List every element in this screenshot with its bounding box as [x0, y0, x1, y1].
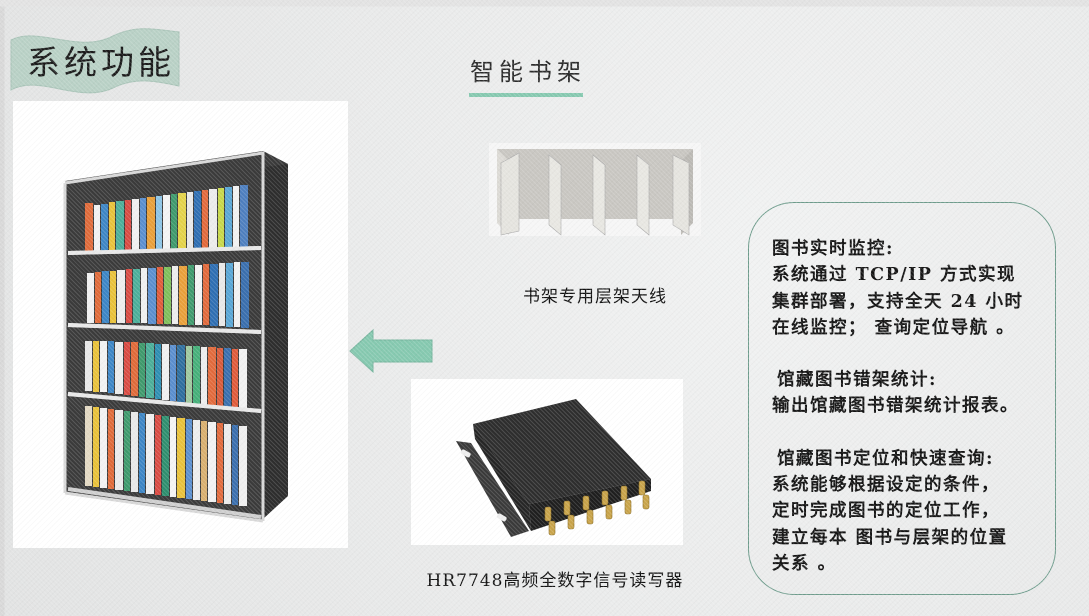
shelf-antenna-image [489, 143, 701, 236]
reader-caption: HR7748高频全数字信号读写器 [426, 571, 684, 591]
ribbon-shape-icon [10, 28, 180, 94]
feature-line: 集群部署，支持全天 24 小时 [772, 291, 1024, 312]
feature-line: 定时完成图书的定位工作， [772, 501, 1000, 522]
rfid-reader-image [411, 379, 683, 545]
feature-line: 系统通过 TCP/IP 方式实现 [772, 265, 1017, 286]
feature-heading: 馆藏图书定位和快速查询: [777, 448, 994, 469]
feature-realtime-monitoring: 图书实时监控: 系统通过 TCP/IP 方式实现 集群部署，支持全天 24 小时… [772, 236, 1062, 341]
reader-illustration-icon [456, 399, 651, 537]
page-title: 智能书架 [470, 58, 586, 86]
section-banner-label: 系统功能 [27, 43, 175, 82]
antenna-illustration-icon [497, 149, 693, 236]
feature-line: 建立每本 图书与层架的位置 [772, 527, 1008, 548]
feature-line: 系统能够根据设定的条件， [772, 475, 1000, 496]
title-underline [469, 93, 583, 97]
section-banner: 系统功能 [9, 24, 181, 94]
feature-line: 关系 。 [772, 553, 837, 574]
bookshelf-illustration-icon [63, 151, 288, 523]
feature-line: 输出馆藏图书错架统计报表。 [772, 396, 1019, 417]
bookshelf-image [13, 101, 348, 548]
feature-line: 在线监控； 查询定位导航 。 [772, 317, 1016, 338]
feature-locate-and-query: 馆藏图书定位和快速查询: 系统能够根据设定的条件， 定时完成图书的定位工作， 建… [772, 446, 1062, 577]
feature-description-text: 图书实时监控: 系统通过 TCP/IP 方式实现 集群部署，支持全天 24 小时… [772, 236, 1062, 603]
feature-heading: 图书实时监控: [772, 239, 894, 259]
feature-misplaced-statistics: 馆藏图书错架统计: 输出馆藏图书错架统计报表。 [772, 367, 1062, 420]
arrow-left-icon [348, 328, 434, 374]
antenna-caption: 书架专用层架天线 [523, 287, 667, 307]
feature-description-box [748, 202, 1056, 595]
feature-heading: 馆藏图书错架统计: [777, 370, 937, 391]
